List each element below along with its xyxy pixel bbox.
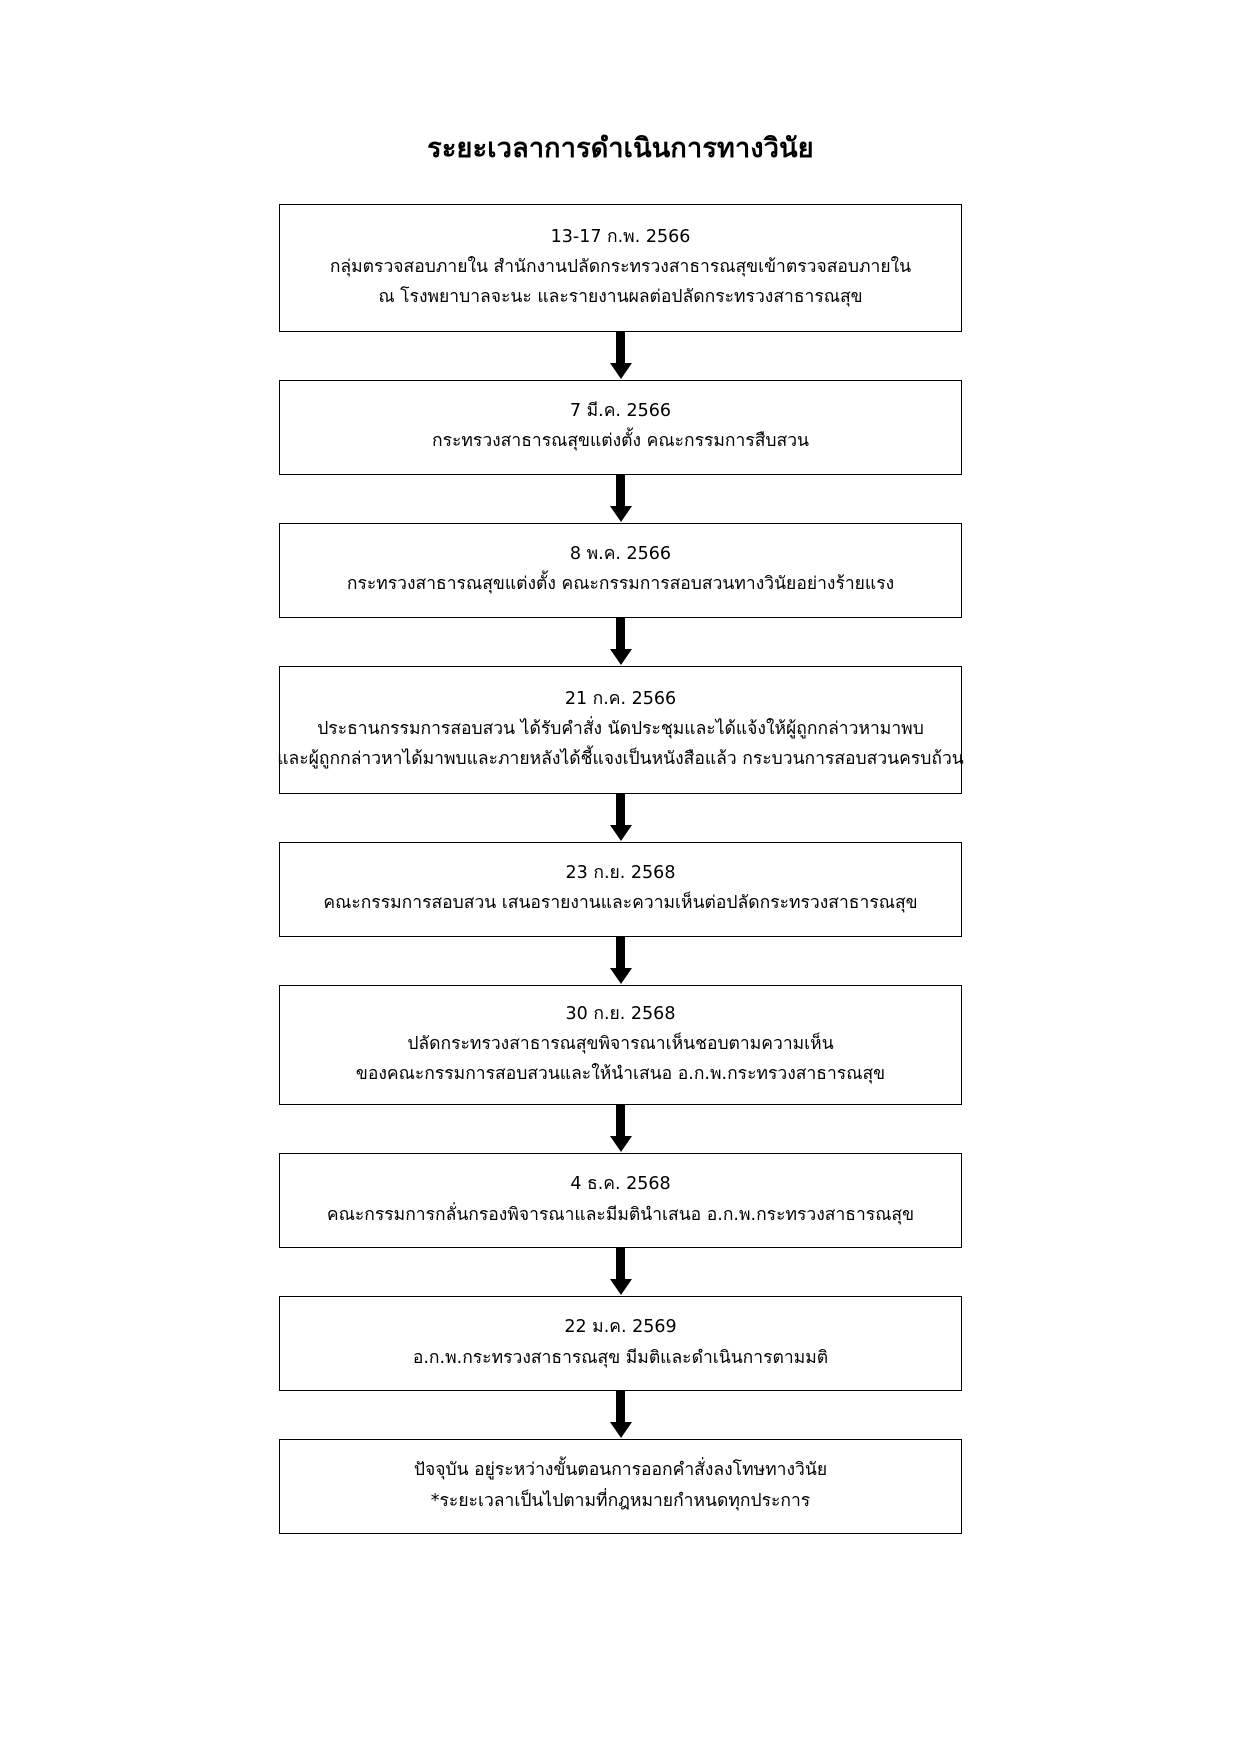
node-text-line: กระทรวงสาธารณสุขแต่งตั้ง คณะกรรมการสอบสว… <box>346 574 895 595</box>
arrow-down-icon <box>609 648 632 665</box>
node-text-line: กระทรวงสาธารณสุขแต่งตั้ง คณะกรรมการสืบสว… <box>431 431 809 452</box>
arrow-shaft <box>616 1248 625 1282</box>
node-date: 30 ก.ย. 2568 <box>565 1003 676 1024</box>
flow-arrow-4-to-5 <box>279 793 962 842</box>
flow-node-6: 30 ก.ย. 2568 ปลัดกระทรวงสาธารณสุขพิจารณาเ… <box>279 984 962 1106</box>
flow-node-8: 22 ม.ค. 2569 อ.ก.พ.กระทรวงสาธารณสุข มีมติ… <box>279 1296 962 1392</box>
arrow-shaft <box>616 793 625 827</box>
arrow-shaft <box>616 474 625 508</box>
node-date: 22 ม.ค. 2569 <box>564 1317 677 1338</box>
flow-node-4: 21 ก.ค. 2566 ประธานกรรมการสอบสวน ได้รับคำ… <box>277 665 964 794</box>
flowchart-container: 13-17 ก.พ. 2566 กลุ่มตรวจสอบภายใน สำนักงา… <box>277 203 964 1535</box>
flow-arrow-1-to-2 <box>279 331 962 380</box>
flow-node-2: 7 มี.ค. 2566 กระทรวงสาธารณสุขแต่งตั้ง คณะ… <box>279 379 962 475</box>
node-text-line: ปัจจุบัน อยู่ระหว่างขั้นตอนการออกคำสั่งล… <box>413 1460 828 1481</box>
arrow-down-icon <box>609 505 632 522</box>
flow-node-7: 4 ธ.ค. 2568 คณะกรรมการกลั่นกรองพิจารณาและ… <box>279 1153 962 1249</box>
node-text-line: ปลัดกระทรวงสาธารณสุขพิจารณาเห็นชอบตามควา… <box>407 1033 834 1054</box>
flow-arrow-2-to-3 <box>279 474 962 523</box>
node-date: 4 ธ.ค. 2568 <box>570 1174 671 1195</box>
node-text-line: กลุ่มตรวจสอบภายใน สำนักงานปลัดกระทรวงสาธ… <box>329 256 912 277</box>
page-title: ระยะเวลาการดำเนินการทางวินัย <box>427 133 814 164</box>
node-date: 21 ก.ค. 2566 <box>564 688 677 709</box>
node-date: 8 พ.ค. 2566 <box>569 544 672 565</box>
flow-arrow-6-to-7 <box>279 1105 962 1153</box>
arrow-shaft <box>616 331 625 365</box>
node-date: 13-17 ก.พ. 2566 <box>550 226 691 247</box>
flow-arrow-8-to-9 <box>279 1391 962 1439</box>
node-text-line: อ.ก.พ.กระทรวงสาธารณสุข มีมติและดำเนินการ… <box>412 1347 829 1368</box>
flow-node-3: 8 พ.ค. 2566 กระทรวงสาธารณสุขแต่งตั้ง คณะก… <box>279 522 962 618</box>
flow-node-9: ปัจจุบัน อยู่ระหว่างขั้นตอนการออกคำสั่งล… <box>279 1439 962 1535</box>
arrow-down-icon <box>609 362 632 379</box>
node-text-line: *ระยะเวลาเป็นไปตามที่กฎหมายกำหนดทุกประกา… <box>430 1490 811 1511</box>
arrow-down-icon <box>609 967 632 984</box>
node-date: 7 มี.ค. 2566 <box>569 401 672 422</box>
flow-node-1: 13-17 ก.พ. 2566 กลุ่มตรวจสอบภายใน สำนักงา… <box>279 203 962 332</box>
arrow-down-icon <box>609 824 632 841</box>
flow-arrow-3-to-4 <box>279 617 962 666</box>
arrow-down-icon <box>609 1279 632 1296</box>
node-text-line: และผู้ถูกกล่าวหาได้มาพบและภายหลังได้ชี้แ… <box>277 748 964 769</box>
node-text-line: ของคณะกรรมการสอบสวนและให้นำเสนอ อ.ก.พ.กร… <box>355 1063 886 1084</box>
node-date: 23 ก.ย. 2568 <box>565 863 676 884</box>
flow-arrow-5-to-6 <box>279 936 962 985</box>
flow-node-5: 23 ก.ย. 2568 คณะกรรมการสอบสวน เสนอรายงานแ… <box>279 841 962 937</box>
arrow-down-icon <box>609 1422 632 1439</box>
node-text-line: ณ โรงพยาบาลจะนะ และรายงานผลต่อปลัดกระทรว… <box>378 286 863 307</box>
arrow-shaft <box>616 1391 625 1425</box>
node-text-line: คณะกรรมการกลั่นกรองพิจารณาและมีมตินำเสนอ… <box>326 1204 915 1225</box>
arrow-shaft <box>616 617 625 651</box>
flow-arrow-7-to-8 <box>279 1248 962 1296</box>
arrow-shaft <box>616 936 625 970</box>
arrow-down-icon <box>609 1136 632 1153</box>
node-text-line: ประธานกรรมการสอบสวน ได้รับคำสั่ง นัดประช… <box>317 718 924 739</box>
arrow-shaft <box>616 1105 625 1139</box>
node-text-line: คณะกรรมการสอบสวน เสนอรายงานและความเห็นต่… <box>323 893 918 914</box>
